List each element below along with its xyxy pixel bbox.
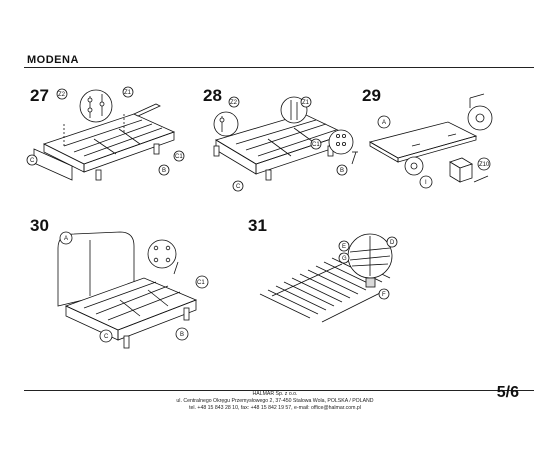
label-z2: Z2	[58, 92, 66, 98]
label-z1: Z1	[302, 100, 310, 106]
step-28-number: 28	[203, 86, 222, 105]
label-f: F	[382, 292, 386, 298]
label-c1: C1	[175, 154, 183, 160]
page-frame	[24, 67, 534, 391]
label-e: E	[342, 244, 346, 250]
step-27-diagram: Z2 Z1 C C1 B	[26, 86, 185, 181]
label-z10: Z10	[479, 162, 490, 168]
step-31-number: 31	[248, 216, 267, 235]
label-z1: Z1	[124, 90, 132, 96]
step-29-number: 29	[362, 86, 381, 105]
label-c1: C1	[197, 280, 205, 286]
label-b: B	[180, 332, 184, 338]
footer-company: HALMAR Sp. z o.o.	[252, 391, 298, 397]
label-b: B	[162, 168, 166, 174]
step-30-diagram: A C1 C B	[57, 231, 209, 349]
product-title: MODENA	[27, 54, 79, 66]
label-c: C	[236, 184, 241, 190]
step-31-diagram: E G D F	[259, 233, 398, 323]
label-c: C	[104, 334, 109, 340]
label-c1: C1	[312, 142, 320, 148]
label-a: A	[64, 236, 68, 242]
step-30-number: 30	[30, 216, 49, 235]
label-b: B	[340, 168, 344, 174]
label-z2: Z2	[230, 100, 238, 106]
footer-contact: tel. +48 15 843 28 10, fax: +48 15 842 1…	[189, 405, 361, 411]
step-28-diagram: Z2 Z1 C1 C B	[213, 96, 358, 192]
label-d: D	[390, 240, 395, 246]
step-27-number: 27	[30, 86, 49, 105]
label-g: G	[342, 256, 347, 262]
step-29-diagram: A I Z10	[368, 93, 493, 189]
footer-address: ul. Centralnego Okręgu Przemysłowego 2, …	[176, 398, 374, 404]
label-a: A	[382, 120, 386, 126]
label-c: C	[30, 158, 35, 164]
label-i: I	[425, 180, 427, 186]
page-number: 5/6	[496, 384, 519, 401]
